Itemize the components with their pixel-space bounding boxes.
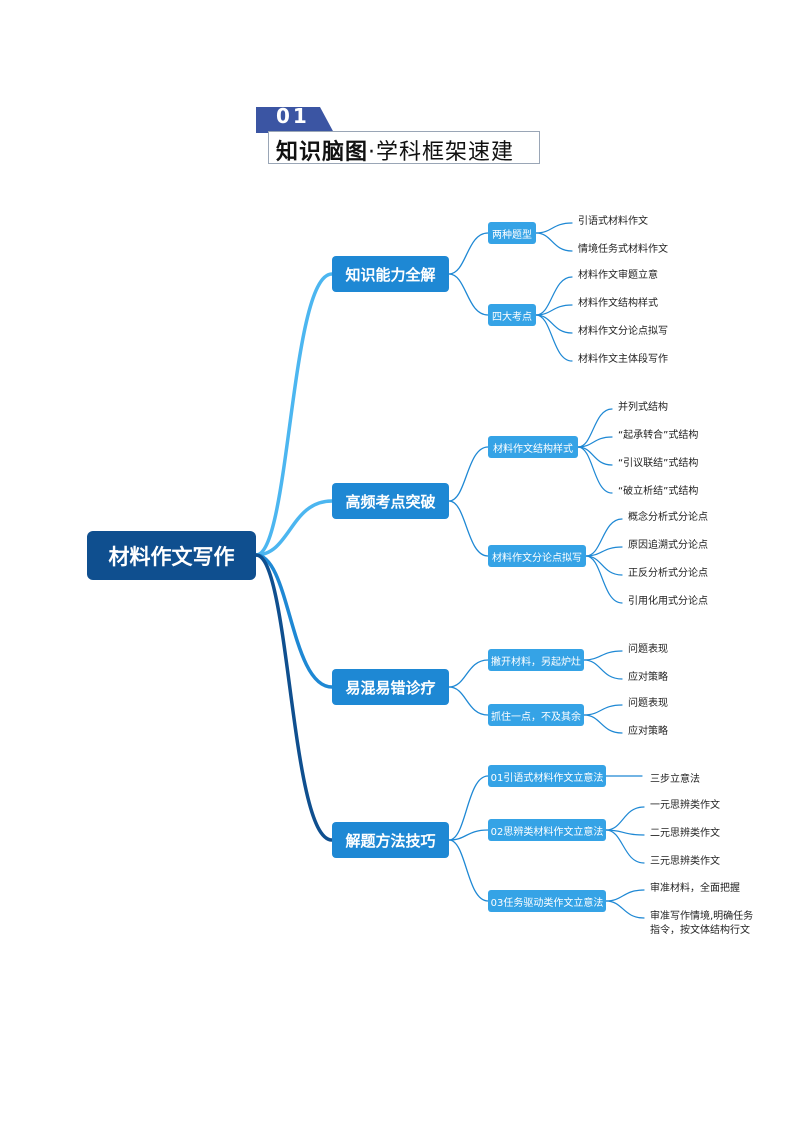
connector-line — [585, 555, 623, 576]
sub-branch-node: 02思辨类材料作文立意法 — [488, 819, 606, 841]
connector-line — [535, 232, 573, 252]
leaf-node: 材料作文分论点拟写 — [578, 326, 668, 337]
connector-line — [448, 839, 489, 902]
connector-line — [448, 273, 489, 316]
leaf-node: 概念分析式分论点 — [628, 512, 708, 523]
connector-line — [448, 775, 489, 841]
connector-line — [535, 304, 573, 316]
mindmap-root: 材料作文写作 — [87, 531, 256, 580]
connector-line — [254, 553, 334, 842]
leaf-node: 一元思辨类作文 — [650, 800, 720, 811]
leaf-node: 审准材料，全面把握 — [650, 883, 740, 894]
leaf-node: 审准写作情境,明确任务 指令，按文体结构行文 — [650, 911, 754, 936]
sub-branch-node: 抓住一点，不及其余 — [488, 704, 584, 726]
connector-line — [605, 829, 645, 836]
connector-line — [583, 704, 623, 716]
sub-branch-node: 材料作文分论点拟写 — [488, 545, 586, 567]
connector-line — [583, 650, 623, 661]
leaf-node: 材料作文审题立意 — [578, 270, 658, 281]
section-number-tab — [256, 107, 320, 133]
leaf-node: 材料作文结构样式 — [578, 298, 658, 309]
branch-node: 知识能力全解 — [332, 256, 449, 292]
connector-line — [448, 500, 489, 557]
leaf-node: “起承转合”式结构 — [618, 430, 699, 441]
connector-line — [605, 806, 645, 831]
connector-line — [254, 553, 334, 689]
sub-branch-node: 两种题型 — [488, 222, 536, 244]
section-title-box — [268, 131, 540, 164]
section-title-rest: ·学科框架速建 — [368, 140, 515, 165]
leaf-node: 情境任务式材料作文 — [578, 244, 668, 255]
connector-line — [535, 222, 573, 234]
leaf-node: 应对策略 — [628, 672, 668, 683]
leaf-node: 引语式材料作文 — [578, 216, 648, 227]
connector-line — [535, 276, 573, 316]
connector-line — [605, 900, 645, 919]
connector-line — [605, 829, 645, 864]
connector-line — [448, 659, 489, 688]
connector-line — [448, 686, 489, 716]
connector-line — [577, 446, 613, 494]
connector-line — [448, 232, 489, 275]
leaf-node: 问题表现 — [628, 644, 668, 655]
leaf-node: 问题表现 — [628, 698, 668, 709]
sub-branch-node: 03任务驱动类作文立意法 — [488, 890, 606, 912]
leaf-node: 三步立意法 — [650, 774, 700, 785]
leaf-node: 并列式结构 — [618, 402, 668, 413]
leaf-node: 二元思辨类作文 — [650, 828, 720, 839]
connector-line — [577, 436, 613, 448]
branch-node: 解题方法技巧 — [332, 822, 449, 858]
branch-node: 易混易错诊疗 — [332, 669, 449, 705]
section-tab-notch — [320, 107, 334, 133]
connector-line — [585, 546, 623, 557]
leaf-node: 原因追溯式分论点 — [628, 540, 708, 551]
section-title: 知识脑图·学科框架速建 — [276, 134, 514, 166]
leaf-node: “破立析结”式结构 — [618, 486, 699, 497]
connector-line — [583, 714, 623, 734]
branch-node: 高频考点突破 — [332, 483, 449, 519]
connector-line — [254, 272, 334, 557]
connector-line — [585, 518, 623, 557]
leaf-node: “引议联结”式结构 — [618, 458, 699, 469]
leaf-node: 材料作文主体段写作 — [578, 354, 668, 365]
connector-line — [448, 829, 489, 841]
connector-line — [535, 314, 573, 362]
section-number: 01 — [276, 104, 310, 128]
connector-line — [448, 446, 489, 502]
leaf-node: 三元思辨类作文 — [650, 856, 720, 867]
connector-line — [583, 659, 623, 680]
leaf-node: 正反分析式分论点 — [628, 568, 708, 579]
sub-branch-node: 四大考点 — [488, 304, 536, 326]
sub-branch-node: 撇开材料，另起炉灶 — [488, 649, 584, 671]
leaf-node: 引用化用式分论点 — [628, 596, 708, 607]
connector-line — [585, 555, 623, 604]
leaf-node: 应对策略 — [628, 726, 668, 737]
sub-branch-node: 01引语式材料作文立意法 — [488, 765, 606, 787]
sub-branch-node: 材料作文结构样式 — [488, 436, 578, 458]
section-title-bold: 知识脑图 — [276, 140, 369, 165]
connector-line — [254, 499, 334, 557]
connector-line — [577, 408, 613, 448]
connector-line — [605, 889, 645, 902]
